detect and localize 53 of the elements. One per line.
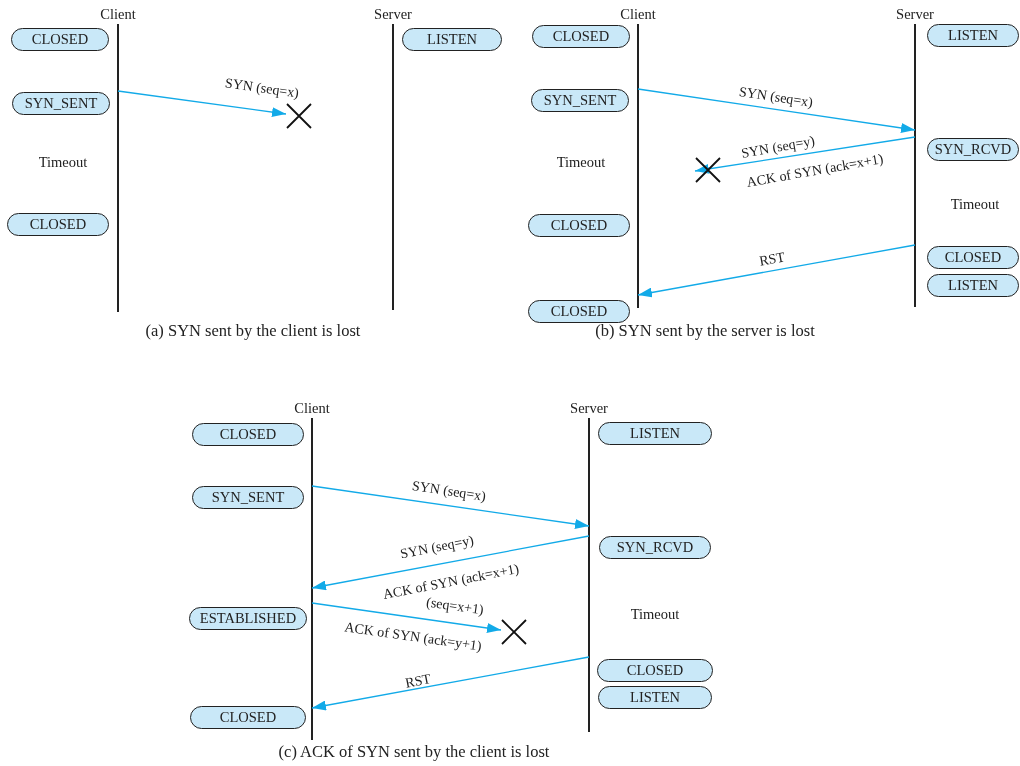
edge-label: RST [758, 249, 786, 269]
message-annotation: ACK of SYN (ack=y+1) [343, 619, 483, 655]
state-pill: SYN_SENT [12, 91, 110, 115]
lifeline-heading: Client [293, 400, 331, 416]
edge-label: RST [403, 671, 433, 691]
state-pill: LISTEN [598, 685, 712, 709]
figure-caption: (c) ACK of SYN sent by the client is lost [278, 742, 550, 762]
state-pill: CLOSED [597, 658, 713, 682]
arrow [311, 535, 590, 591]
state-pill: ESTABLISHED [189, 606, 307, 630]
state-pill: LISTEN [402, 27, 502, 51]
lost-message-mark [695, 157, 721, 183]
arrow [637, 244, 916, 298]
lost-message-mark [501, 619, 527, 645]
lifeline-heading: Server [569, 400, 609, 416]
arrow [637, 88, 916, 133]
timeout-label: Timeout [630, 605, 680, 623]
state-pill: LISTEN [598, 421, 712, 445]
state-pill: CLOSED [528, 299, 630, 323]
lifeline-heading: Server [895, 6, 935, 22]
arrow [311, 656, 590, 711]
timeout-label: Timeout [556, 153, 606, 171]
arrow [694, 136, 916, 174]
state-pill: CLOSED [7, 212, 109, 236]
arrow [117, 90, 287, 118]
state-pill: CLOSED [192, 422, 304, 446]
state-pill: SYN_SENT [531, 88, 629, 112]
edge-label: SYN (seq=x) [738, 84, 814, 110]
state-pill: SYN_SENT [192, 485, 304, 509]
edge-label: (seq=x+1) [425, 594, 485, 618]
timeout-label: Timeout [950, 195, 1000, 213]
lifeline-heading: Client [619, 6, 657, 22]
edge-label: SYN (seq=y) [399, 532, 475, 562]
lost-message-mark [286, 103, 312, 129]
state-pill: LISTEN [927, 23, 1019, 47]
state-pill: CLOSED [190, 705, 306, 729]
state-pill: CLOSED [927, 245, 1019, 269]
state-pill: CLOSED [11, 27, 109, 51]
figure-caption: (a) SYN sent by the client is lost [145, 321, 361, 341]
lifeline-heading: Server [373, 6, 413, 22]
figure-caption: (b) SYN sent by the server is lost [595, 321, 815, 341]
edge-label: SYN (seq=x) [224, 75, 300, 101]
state-pill: CLOSED [528, 213, 630, 237]
edge-label: SYN (seq=x) [411, 478, 487, 504]
arrow [311, 602, 502, 633]
state-pill: LISTEN [927, 273, 1019, 297]
state-pill: CLOSED [532, 24, 630, 48]
arrow [311, 485, 590, 529]
edge-label: SYN (seq=y) [740, 133, 816, 161]
state-pill: SYN_RCVD [927, 137, 1019, 161]
timeout-label: Timeout [38, 153, 88, 171]
lifeline-heading: Client [99, 6, 137, 22]
state-pill: SYN_RCVD [599, 535, 711, 559]
